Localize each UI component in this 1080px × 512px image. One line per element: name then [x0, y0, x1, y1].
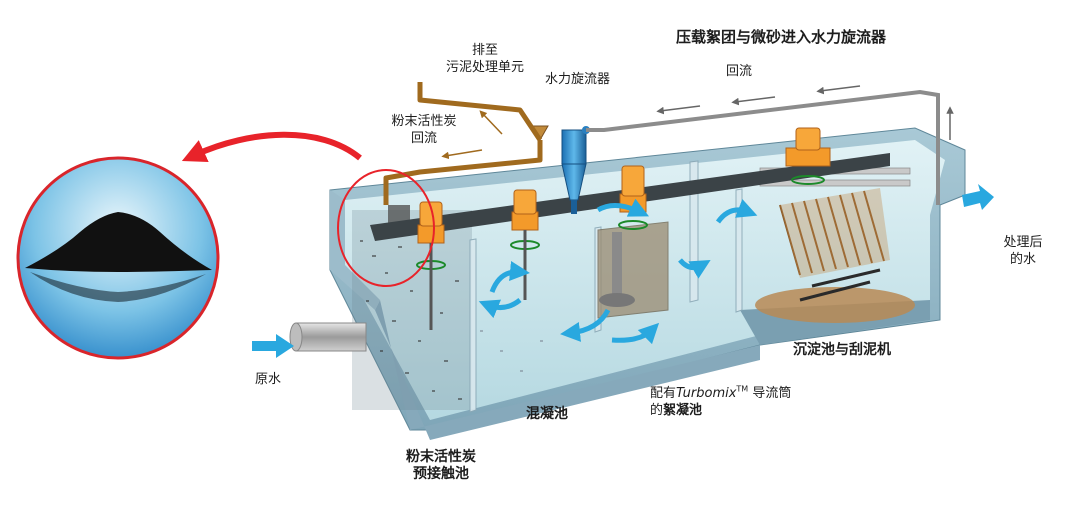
activated-carbon-sphere: [16, 156, 220, 360]
treated-line1: 处理后: [1003, 235, 1043, 250]
circulation-arrows: [478, 198, 758, 345]
flocculation-label: 配有TurbomixTM 导流筒 的絮凝池: [650, 385, 791, 419]
pac-recycle-red-arrow: [181, 131, 362, 162]
treated-line2: 的水: [1009, 252, 1036, 267]
flocc-line2-b: 絮凝池: [663, 403, 703, 418]
sludge-scraper: [799, 268, 881, 302]
pac-return-line1: 粉末活性炭: [391, 114, 457, 129]
recycle-arrow-1: [656, 105, 701, 115]
brown-pipes: [383, 82, 543, 205]
recycle-arrow-3: [816, 85, 861, 95]
flocc-prefix: 配有: [650, 386, 677, 401]
lamella-settler: [779, 190, 885, 276]
motor-pac-contact: [416, 201, 446, 330]
flocculation-line1: 配有TurbomixTM 导流筒: [650, 385, 791, 402]
pac-tank-line2: 预接触池: [413, 466, 469, 482]
flow-arrows: [252, 184, 994, 358]
mixer-motors: [416, 127, 831, 330]
coagulation-label: 混凝池: [526, 406, 568, 422]
hydrocyclone-label: 水力旋流器: [545, 72, 611, 87]
sludge-out-arrow: [479, 110, 503, 135]
flocc-line2-a: 的: [650, 403, 664, 418]
pac-return-label: 粉末活性炭 回流: [384, 113, 464, 147]
raw-water-inlet-pipe: [289, 322, 367, 352]
hydrocyclone: [531, 125, 590, 214]
pac-tank-line1: 粉末活性炭: [406, 449, 476, 465]
turbomix-draft-tube: [597, 221, 669, 319]
motor-scraper: [785, 127, 831, 185]
flocculation-line2: 的絮凝池: [650, 402, 791, 419]
pac-highlight-circle: [337, 169, 435, 287]
treated-water-arrow: [962, 184, 994, 210]
raw-water-label: 原水: [255, 372, 282, 387]
pac-return-line2: 回流: [410, 131, 437, 146]
recycle-arrow-2: [731, 96, 776, 106]
recycle-pipe: [586, 89, 940, 205]
pac-return-arrow: [441, 149, 483, 160]
pac-contact-chamber: [352, 205, 472, 410]
diagram-title: 压载絮团与微砂进入水力旋流器: [676, 28, 887, 46]
coagulation-chamber: [480, 330, 543, 372]
raw-water-arrow: [252, 334, 294, 358]
flocc-tm: TM: [736, 384, 749, 394]
pac-tank-label: 粉末活性炭 预接触池: [386, 449, 496, 483]
sludge-label-line2: 污泥处理单元: [445, 60, 524, 75]
recycle-label: 回流: [726, 64, 753, 79]
sludge-label: 排至 污泥处理单元: [440, 42, 530, 76]
flocc-brand: Turbomix: [676, 386, 737, 401]
sludge-label-line1: 排至: [471, 43, 498, 58]
settling-label: 沉淀池与刮泥机: [793, 342, 891, 358]
flocc-suffix: 导流筒: [748, 386, 792, 401]
settler-plate-pack: [780, 188, 890, 278]
treated-water-label: 处理后 的水: [988, 234, 1058, 268]
